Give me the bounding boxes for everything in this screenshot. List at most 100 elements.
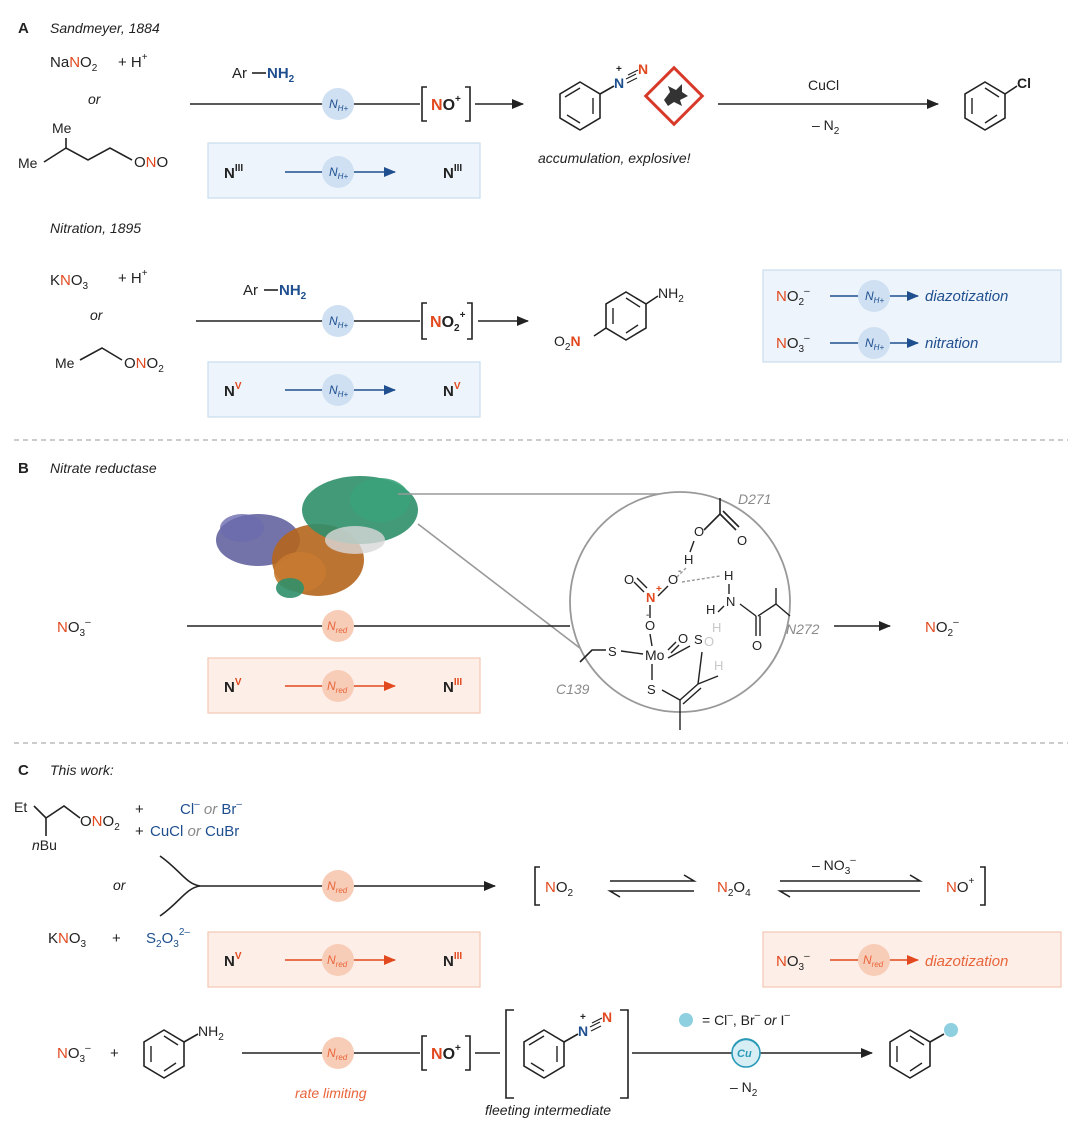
panel-b-letter: B <box>18 460 29 477</box>
amide-h-top: H <box>724 568 733 583</box>
ar-label: Ar <box>232 65 247 82</box>
kno3-label: KNO3 <box>50 272 89 292</box>
or-label: or <box>88 91 102 107</box>
nh-node-label-a1: NH+ <box>329 97 348 113</box>
or-label-2: or <box>90 307 104 323</box>
ono2-label: ONO2 <box>124 355 164 375</box>
c-legend-node: Nred <box>863 953 884 969</box>
panel-c: C This work: Et nBu ONO2 + Cl– or Br– + … <box>14 762 1062 1118</box>
box-a2-right: NV <box>443 381 461 400</box>
chloride-label: Cl– or Br– <box>180 799 242 818</box>
panel-b-title: Nitrate reductase <box>50 460 157 476</box>
ethyl-nitrate-structure: Me ONO2 <box>55 347 164 375</box>
legend-nitrite: NO2– <box>776 286 810 308</box>
panel-a: A Sandmeyer, 1884 NaNO2 + H+ or Me Me ON… <box>18 20 1062 418</box>
ar-label-2: Ar <box>243 282 258 299</box>
legend-nitrate: NO3– <box>776 333 810 355</box>
nitrate-o-right: O <box>668 572 678 587</box>
aryl-halide-product-structure <box>889 1023 958 1079</box>
box-a1-right: NIII <box>443 163 462 182</box>
carbonyl-o: O <box>737 533 747 548</box>
ono-label: ONO <box>134 154 168 171</box>
copper-label: Cu <box>737 1048 752 1060</box>
box-b-node: Nred <box>327 679 348 695</box>
nitrate-substrate: NO3– <box>57 617 91 639</box>
amide-n: N <box>726 594 735 609</box>
c-legend-nitrate: NO3– <box>776 951 810 973</box>
diazo-plus: + <box>616 64 622 75</box>
box-a2-node: NH+ <box>329 383 348 399</box>
fleeting-intermediate-note: fleeting intermediate <box>485 1102 611 1118</box>
bottom-aniline-nh2: NH2 <box>198 1023 224 1043</box>
nh-node-a1 <box>322 88 354 120</box>
active-site-structure: D271 O O H O N + O - O - Mo <box>556 491 820 730</box>
legend-box-a <box>762 269 1062 363</box>
chlorobenzene-structure: Cl <box>964 75 1031 131</box>
legend-node-2: NH+ <box>865 336 884 352</box>
nitrate-o-bottom: O <box>645 618 655 633</box>
dithiolene-s-right: S <box>694 632 703 647</box>
bottom-nitrate: NO3– <box>57 1043 91 1065</box>
bottom-minus-n2: – N2 <box>730 1079 758 1099</box>
panel-a-title: Sandmeyer, 1884 <box>50 20 160 36</box>
nitro-group: O2N <box>554 333 581 353</box>
amide-o: O <box>752 638 762 653</box>
oxo-o: O <box>678 631 688 646</box>
aniline-nh2: NH2 <box>658 285 684 305</box>
c-nitrosonium: NO+ <box>946 876 975 896</box>
c139-label: C139 <box>556 681 590 697</box>
bottom-diazo-n2: N <box>602 1009 612 1025</box>
nitrogen-dioxide: NO2 <box>545 879 574 899</box>
red-node-c2: Nred <box>327 1046 348 1062</box>
panel-b: B Nitrate reductase D271 O O H <box>18 460 959 730</box>
cucl-label: CuCl <box>808 77 839 93</box>
fleeting-diazonium-structure: N + N <box>523 1009 612 1079</box>
explosive-hazard-icon <box>643 65 705 127</box>
plus-3: + <box>112 930 121 947</box>
amide-h-left: H <box>706 602 715 617</box>
rate-limiting-note: rate limiting <box>295 1085 367 1101</box>
methyl-left-label: Me <box>18 155 38 171</box>
nitration-title: Nitration, 1895 <box>50 220 141 236</box>
nano2-label: NaNO2 <box>50 54 98 74</box>
thiosulfate-label: S2O32– <box>146 927 190 950</box>
panel-c-letter: C <box>18 762 29 779</box>
cys-s: S <box>608 644 617 659</box>
minus-n2-label: – N2 <box>812 117 840 137</box>
para-nitroaniline-structure: NH2 O2N <box>554 285 684 353</box>
water-o: O <box>704 634 714 649</box>
plus-2: + <box>135 823 144 840</box>
ethyl-label: Et <box>14 799 27 815</box>
methyl-label-2: Me <box>55 355 75 371</box>
nitrate-o-bottom-minus: - <box>646 610 649 621</box>
active-site-magnifier <box>569 491 791 713</box>
d271-label: D271 <box>738 491 771 507</box>
legend-node-1: NH+ <box>865 289 884 305</box>
nitrate-plus: + <box>656 584 662 595</box>
panel-a-letter: A <box>18 20 29 37</box>
amine-label: NH2 <box>267 65 295 85</box>
box-a1-left: NIII <box>224 163 243 182</box>
plus-1: + <box>135 801 144 818</box>
red-node-c1: Nred <box>327 879 348 895</box>
halide-legend: = Cl–, Br– or I– <box>702 1010 790 1028</box>
chloro-label: Cl <box>1017 75 1031 91</box>
box-c-right: NIII <box>443 951 462 970</box>
legend-diazotization: diazotization <box>925 288 1008 305</box>
dinitrogen-tetroxide: N2O4 <box>717 879 751 899</box>
box-b-left: NV <box>224 677 242 696</box>
ethylhexyl-nitrate-structure: Et nBu ONO2 <box>14 799 120 853</box>
nitrosonium-label: NO+ <box>431 94 461 114</box>
methyl-top-label: Me <box>52 120 72 136</box>
molybdenum-label: Mo <box>645 647 665 663</box>
nitrate-reductase-protein-image <box>216 476 418 598</box>
water-h-top: H <box>712 620 721 635</box>
bottom-diazo-n1: N <box>578 1023 588 1039</box>
amine-label-2: NH2 <box>279 282 307 302</box>
bottom-plus: + <box>110 1045 119 1062</box>
plus-h-label-2: + H+ <box>118 268 148 287</box>
c-legend-diazotization: diazotization <box>925 953 1008 970</box>
red-node-b: Nred <box>327 619 348 635</box>
box-c-node: Nred <box>327 953 348 969</box>
